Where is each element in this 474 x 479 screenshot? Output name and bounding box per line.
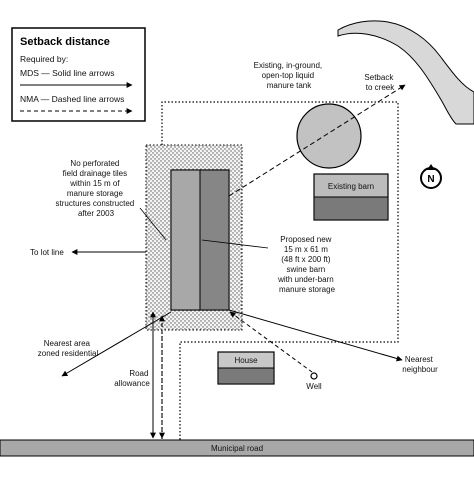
- north-label: N: [427, 174, 434, 185]
- house: [217, 351, 275, 385]
- leader-tiles: [139, 207, 167, 241]
- arrow-setback-creek: [228, 84, 406, 197]
- arrow-neighbour: [228, 309, 403, 362]
- north-arrow-icon: N: [420, 164, 442, 189]
- road-allowance-label: Road allowance: [114, 369, 150, 388]
- well-label: Well: [306, 382, 322, 391]
- legend-nma: NMA — Dashed line arrows: [20, 94, 124, 104]
- legend-mds: MDS — Solid line arrows: [20, 68, 114, 78]
- legend-title: Setback distance: [20, 36, 110, 48]
- lot-line-label: To lot line: [30, 248, 64, 257]
- municipal-road-label: Municipal road: [211, 444, 263, 453]
- property-boundary: [161, 101, 399, 440]
- proposed-barn-label: Proposed new 15 m x 61 m (48 ft x 200 ft…: [277, 235, 336, 294]
- leader-proposed-barn: [201, 239, 269, 249]
- creek-label: Setback to creek: [364, 73, 395, 92]
- arrow-well: [229, 311, 313, 373]
- house-label: House: [234, 356, 258, 365]
- residential-label: Nearest area zoned residential: [38, 339, 99, 358]
- existing-barn: [313, 173, 389, 221]
- existing-barn-label: Existing barn: [328, 182, 374, 191]
- manure-tank: [296, 103, 362, 169]
- tank-label: Existing, in-ground, open-top liquid man…: [254, 61, 325, 90]
- municipal-road: [0, 439, 474, 457]
- creek: [337, 20, 474, 125]
- neighbour-label: Nearest neighbour: [402, 355, 438, 374]
- legend-box: [11, 27, 146, 122]
- tiles-label: No perforated field drainage tiles withi…: [56, 159, 137, 218]
- proposed-barn: [170, 169, 230, 311]
- legend: Setback distance Required by: MDS — Soli…: [11, 27, 146, 122]
- legend-required-by: Required by:: [20, 54, 68, 64]
- well-marker: [310, 372, 318, 380]
